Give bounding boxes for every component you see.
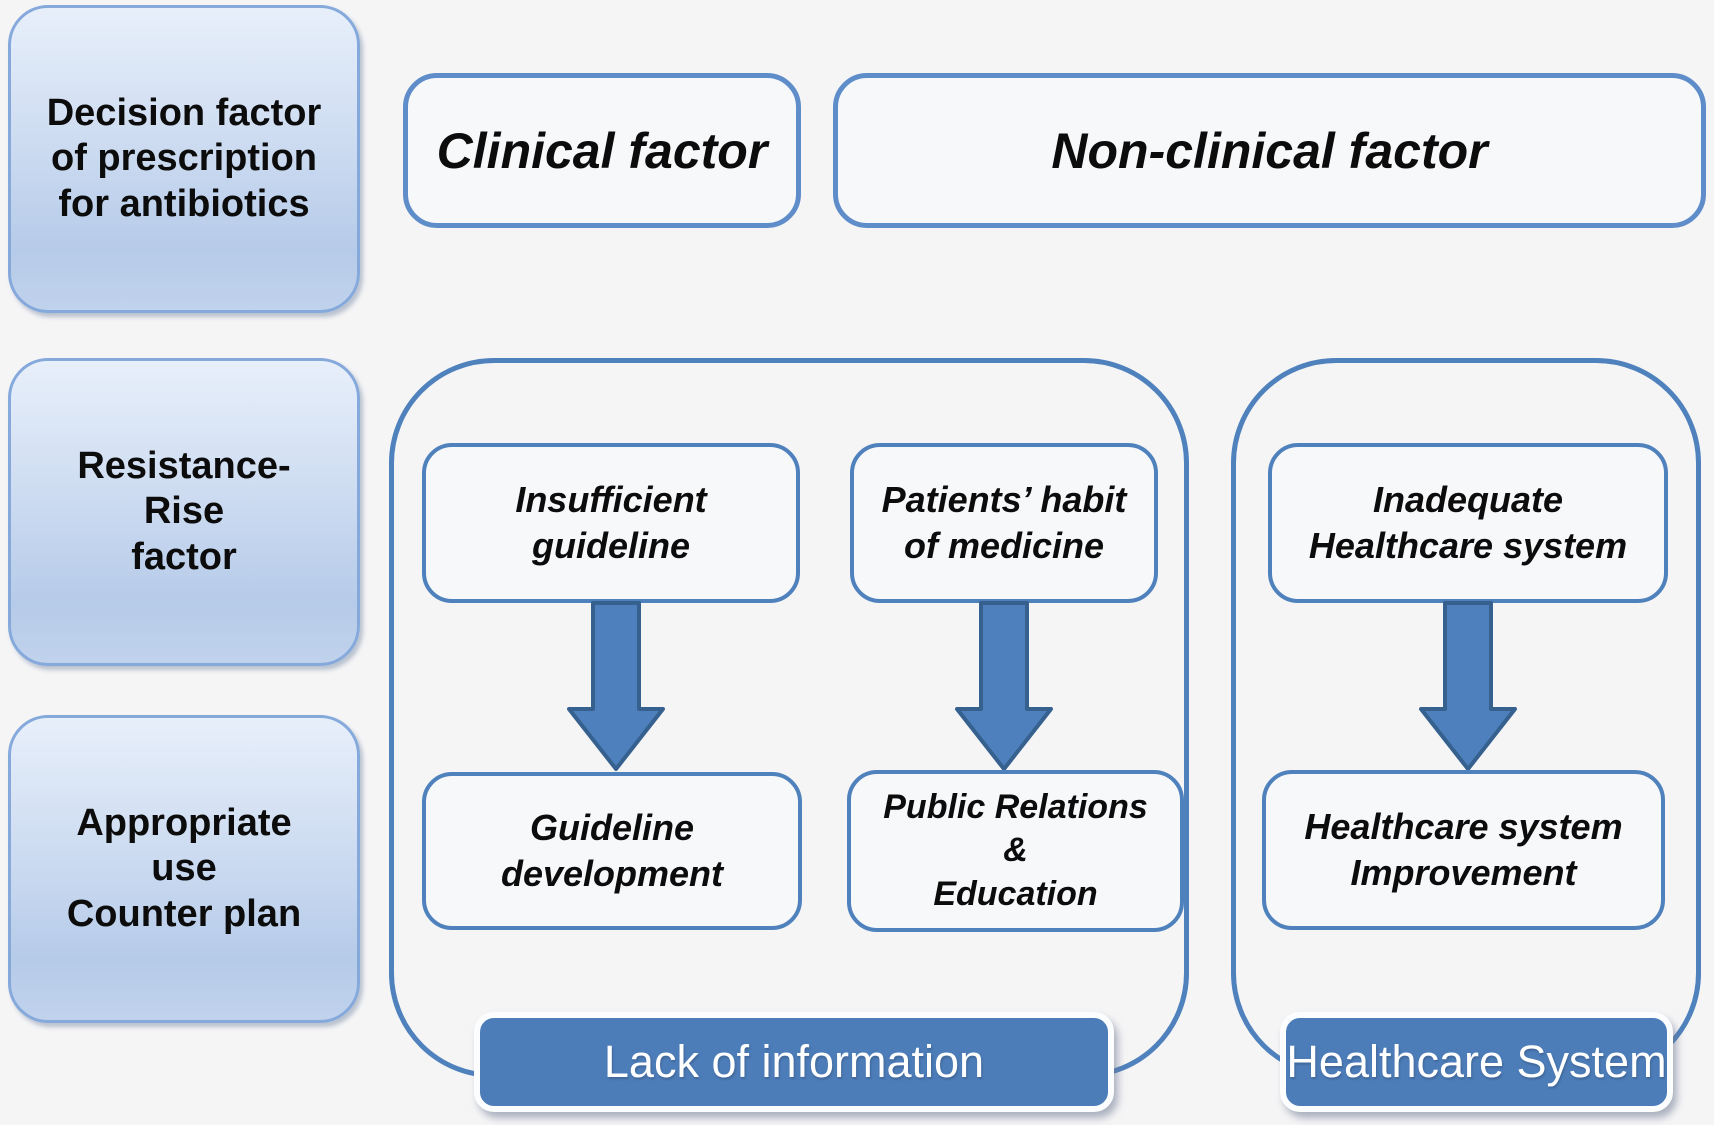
solution-box-public-relations-education: Public Relations & Education — [847, 770, 1184, 932]
column-header-clinical-factor: Clinical factor — [403, 73, 801, 228]
solution-box-healthcare-system-improvement: Healthcare system Improvement — [1262, 770, 1665, 930]
row-header-decision-factor: Decision factor of prescription for anti… — [8, 5, 360, 313]
cause-box-patients-habit-of-medicine: Patients’ habit of medicine — [850, 443, 1158, 603]
cause-box-inadequate-healthcare-system: Inadequate Healthcare system — [1268, 443, 1668, 603]
group-footer-healthcare-system: Healthcare System — [1280, 1012, 1673, 1112]
row-header-appropriate-use-counter-plan: Appropriate use Counter plan — [8, 715, 360, 1023]
down-arrow-icon — [1419, 601, 1517, 771]
row-header-resistance-rise-factor: Resistance- Rise factor — [8, 358, 360, 666]
down-arrow-icon — [955, 601, 1053, 771]
down-arrow-icon — [567, 601, 665, 771]
column-header-non-clinical-factor: Non-clinical factor — [833, 73, 1706, 228]
cause-box-insufficient-guideline: Insufficient guideline — [422, 443, 800, 603]
group-footer-lack-of-information: Lack of information — [474, 1012, 1114, 1112]
solution-box-guideline-development: Guideline development — [422, 772, 802, 930]
